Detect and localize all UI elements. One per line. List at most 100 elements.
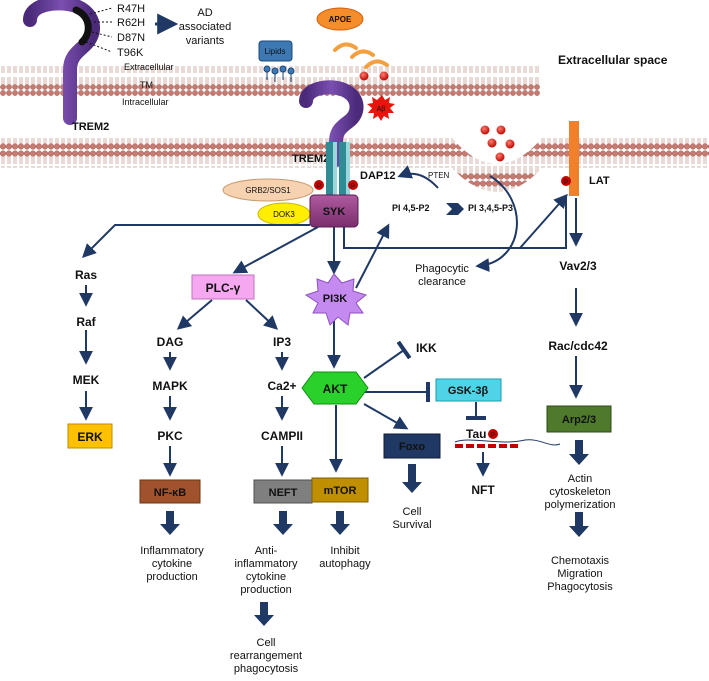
label-tm: TM xyxy=(140,80,153,90)
variants-caption-2: associated xyxy=(179,21,232,33)
tau-phospho-label: P xyxy=(491,433,495,439)
erk-label: ERK xyxy=(77,430,103,444)
variant-2: R62H xyxy=(117,17,145,29)
pathway-connectors xyxy=(79,175,583,477)
gsk-node xyxy=(435,378,502,402)
nft-label: NFT xyxy=(471,483,495,497)
pip3-label: PI 3,4,5-P3 xyxy=(468,203,513,213)
phagocytic-label-2: clearance xyxy=(418,276,466,288)
arp-next-outcome-2: Migration xyxy=(557,568,602,580)
tau-phospho xyxy=(488,429,498,439)
mtor-outcome-1: Inhibit xyxy=(330,545,359,557)
mtor-node xyxy=(311,477,369,503)
arp-outcome-3: polymerization xyxy=(545,499,616,511)
dok3-label: DOK3 xyxy=(273,210,295,219)
foxo-outcome-1: Cell xyxy=(403,506,422,518)
gsk-label: GSK-3β xyxy=(448,385,489,397)
plc-node xyxy=(191,274,255,300)
neft-next-outcome-2: rearrangement xyxy=(230,650,302,662)
inset-trem2-icon xyxy=(23,0,100,125)
mapk-label: MAPK xyxy=(152,379,188,393)
foxo-outcome-2: Survival xyxy=(392,519,431,531)
dap12-label: DAP12 xyxy=(360,170,395,182)
main-membrane-right xyxy=(542,138,709,168)
label-extracellular: Extracellular xyxy=(124,62,174,72)
grb2-node xyxy=(222,178,314,202)
apoe-arcs-icon xyxy=(333,42,389,69)
rac-label: Rac/cdc42 xyxy=(548,339,608,353)
ca2-label: Ca2+ xyxy=(267,379,296,393)
phagocytic-label-1: Phagocytic xyxy=(415,263,469,275)
dap12-phospho-left-label: P xyxy=(317,184,321,190)
nfkb-outcome-2: cytokine xyxy=(152,558,192,570)
tau-strand xyxy=(454,439,561,446)
trem2-label: TREM2 xyxy=(292,153,329,165)
akt-node xyxy=(301,371,369,405)
raf-label: Raf xyxy=(76,315,96,329)
pip2-to-pip3-chevron xyxy=(446,203,464,215)
pten-curve xyxy=(397,165,439,189)
inset-receptor-label: TREM2 xyxy=(72,121,109,133)
foxo-node xyxy=(383,433,441,459)
inset-membrane xyxy=(0,66,540,96)
apoe-label: APOE xyxy=(329,15,352,24)
lat-node xyxy=(569,121,579,196)
arp-outcome-2: cytoskeleton xyxy=(549,486,610,498)
main-membrane-left xyxy=(0,138,452,168)
arp-label: Arp2/3 xyxy=(562,414,596,426)
lipid-molecules-icon xyxy=(263,65,295,82)
ikk-label: IKK xyxy=(416,341,437,355)
pten-label: PTEN xyxy=(428,171,450,180)
variants-caption-3: variants xyxy=(186,35,225,47)
neft-outcome-2: inflammatory xyxy=(235,558,298,570)
dag-label: DAG xyxy=(157,335,184,349)
tau-label: Tau xyxy=(466,427,486,441)
tau-segments-icon xyxy=(455,444,518,448)
block-arrows xyxy=(160,440,589,626)
arp-outcome-1: Actin xyxy=(568,473,592,485)
neft-outcome-3: cytokine xyxy=(246,571,286,583)
mtor-outcome-2: autophagy xyxy=(319,558,371,570)
grb2-label: GRB2/SOS1 xyxy=(245,186,291,195)
campii-label: CAMPII xyxy=(261,429,303,443)
mtor-label: mTOR xyxy=(324,485,357,497)
nfkb-node xyxy=(139,479,201,504)
syk-label: SYK xyxy=(323,206,346,218)
neft-next-outcome-1: Cell xyxy=(257,637,276,649)
neft-label: NEFT xyxy=(269,487,298,499)
lat-label: LAT xyxy=(589,175,610,187)
variant-4: T96K xyxy=(117,47,144,59)
pi3k-label: PI3K xyxy=(323,293,348,305)
ras-label: Ras xyxy=(75,268,97,282)
variant-1: R47H xyxy=(117,3,145,15)
lat-phospho xyxy=(561,176,571,186)
pkc-label: PKC xyxy=(157,429,183,443)
ip3-label: IP3 xyxy=(273,335,291,349)
arp-node xyxy=(546,405,612,433)
nfkb-label: NF-κB xyxy=(154,487,186,499)
plc-label: PLC-γ xyxy=(206,281,241,295)
abeta-icon xyxy=(359,71,389,81)
lipids-node xyxy=(258,40,293,62)
extracellular-space-title: Extracellular space xyxy=(558,53,668,67)
neft-outcome-1: Anti- xyxy=(255,545,278,557)
mek-label: MEK xyxy=(73,373,100,387)
lat-phospho-label: P xyxy=(564,180,568,186)
pip2-label: PI 4,5-P2 xyxy=(392,203,430,213)
internalized-abeta-icon xyxy=(480,125,515,162)
variants-caption-1: AD xyxy=(197,7,212,19)
dap12-phospho-right-label: P xyxy=(351,184,355,190)
nfkb-outcome-3: production xyxy=(146,571,197,583)
abeta-star xyxy=(367,95,395,121)
nfkb-outcome-1: Inflammatory xyxy=(140,545,204,557)
neft-outcome-4: production xyxy=(240,584,291,596)
abeta-label: Aβ xyxy=(377,106,386,113)
membrane-invagination xyxy=(452,138,542,192)
lipids-label: Lipids xyxy=(265,47,286,56)
pi3k-node xyxy=(304,273,368,326)
dap12-node xyxy=(326,142,350,197)
dap12-phospho-left xyxy=(314,180,324,190)
dap12-phospho-right xyxy=(348,180,358,190)
foxo-label: Foxo xyxy=(399,441,426,453)
